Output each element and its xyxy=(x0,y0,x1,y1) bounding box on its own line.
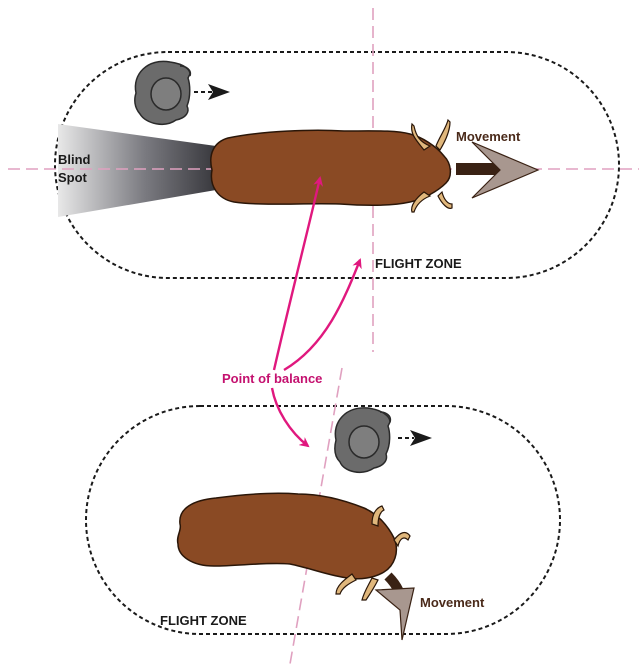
handler-direction-arrow xyxy=(194,84,230,100)
handler-icon xyxy=(335,408,391,472)
cattle-icon xyxy=(178,493,410,600)
movement-label-top: Movement xyxy=(456,129,521,144)
cattle-body xyxy=(211,130,451,205)
movement-label-bottom: Movement xyxy=(420,595,485,610)
horn xyxy=(436,120,450,150)
movement-arrow-bottom xyxy=(376,576,414,640)
flight-zone-label-bottom: FLIGHT ZONE xyxy=(160,613,247,628)
arrow-to-top-cattle xyxy=(274,178,320,370)
handler-icon xyxy=(135,61,191,124)
cattle-icon xyxy=(211,120,452,212)
flight-zone-label-top: FLIGHT ZONE xyxy=(375,256,462,271)
movement-arrow-top xyxy=(456,142,538,198)
top-scene: Blind Spot Movement FLIGHT ZONE xyxy=(8,8,639,352)
bottom-scene: FLIGHT ZONE Movement xyxy=(86,368,560,664)
horn xyxy=(362,578,378,600)
arrow-to-bottom-line xyxy=(272,388,308,446)
point-of-balance-label: Point of balance xyxy=(222,371,322,386)
horn xyxy=(394,533,410,546)
handler-direction-arrow xyxy=(398,430,432,446)
cattle-body xyxy=(178,493,397,579)
horn xyxy=(438,192,452,208)
